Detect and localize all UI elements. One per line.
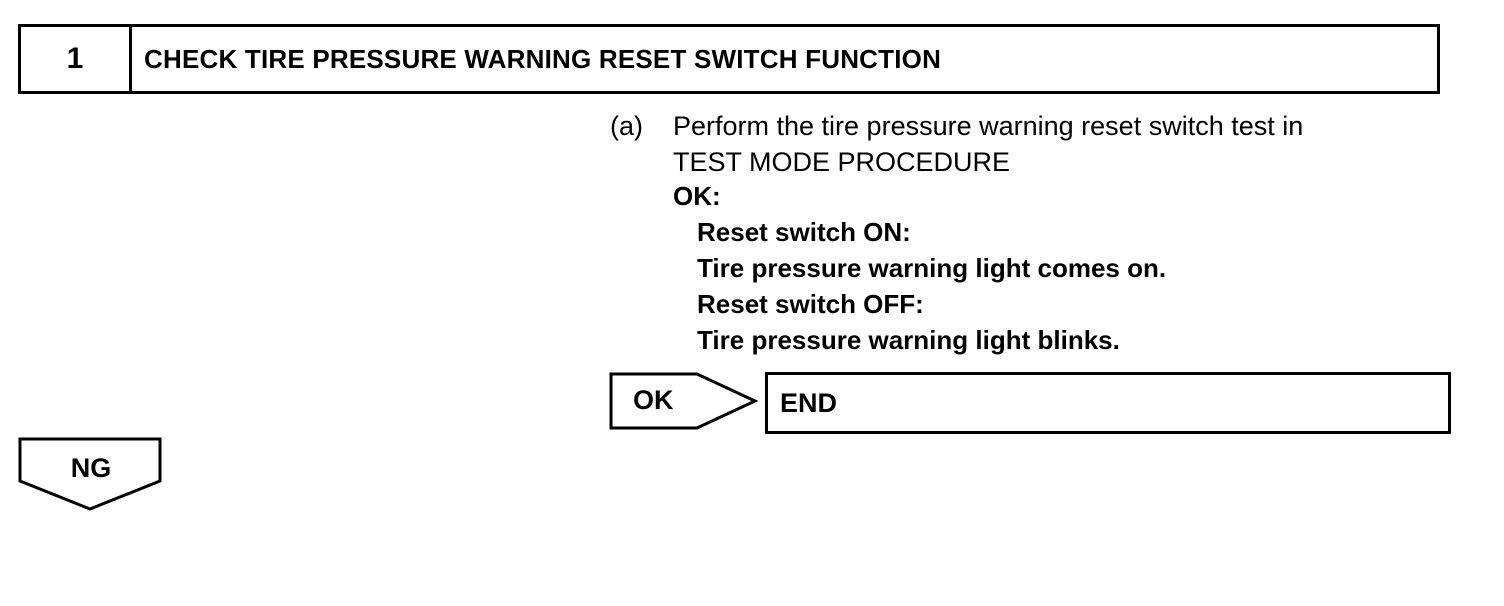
ok-result-label: OK [633, 385, 674, 415]
ng-arrow-icon [18, 437, 162, 511]
criteria-line: Reset switch ON: [697, 217, 911, 247]
step-title: CHECK TIRE PRESSURE WARNING RESET SWITCH… [144, 43, 942, 74]
criteria-line: Tire pressure warning light comes on. [697, 253, 1167, 283]
instruction-line-2: TEST MODE PROCEDURE [673, 147, 1011, 177]
instruction-label: (a) [610, 111, 643, 141]
step-number: 1 [21, 27, 132, 91]
end-box: END [765, 372, 1451, 434]
instruction-text: Perform the tire pressure warning reset … [673, 108, 1413, 180]
criteria-list: Reset switch ON: Tire pressure warning l… [697, 214, 1166, 358]
criteria-line: Tire pressure warning light blinks. [697, 325, 1120, 355]
criteria-line: Reset switch OFF: [697, 289, 924, 319]
ok-criteria-label: OK: [673, 181, 721, 211]
instruction-line-1: Perform the tire pressure warning reset … [673, 111, 1304, 141]
ok-arrow-icon [609, 372, 759, 430]
ng-result-label: NG [70, 453, 112, 483]
step-header: 1 CHECK TIRE PRESSURE WARNING RESET SWIT… [18, 24, 1440, 94]
